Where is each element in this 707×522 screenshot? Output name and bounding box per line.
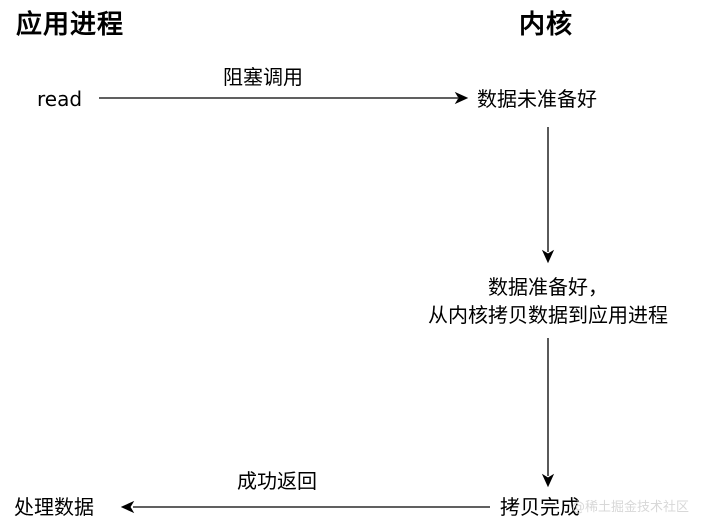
kernel-copy-arrowhead	[541, 473, 555, 488]
process-data-node: 处理数据	[14, 495, 94, 519]
success-return-arrowhead	[120, 500, 135, 514]
read-node: read	[37, 87, 83, 111]
data-ready-line: 数据准备好，	[488, 275, 608, 299]
copy-to-process-line: 从内核拷贝数据到应用进程	[428, 303, 668, 327]
data-not-ready-node: 数据未准备好	[477, 87, 597, 111]
copy-complete-node: 拷贝完成	[500, 495, 580, 519]
kernel-title: 内核	[519, 10, 574, 40]
watermark-text: @稀土掘金技术社区	[572, 500, 690, 515]
app-process-title: 应用进程	[16, 10, 125, 40]
data-ready-copy-node: 数据准备好， 从内核拷贝数据到应用进程	[398, 273, 698, 329]
blocking-call-label: 阻塞调用	[223, 65, 303, 89]
kernel-wait-arrowhead	[541, 249, 555, 264]
success-return-label: 成功返回	[237, 469, 317, 493]
blocking-call-arrowhead	[454, 91, 469, 105]
